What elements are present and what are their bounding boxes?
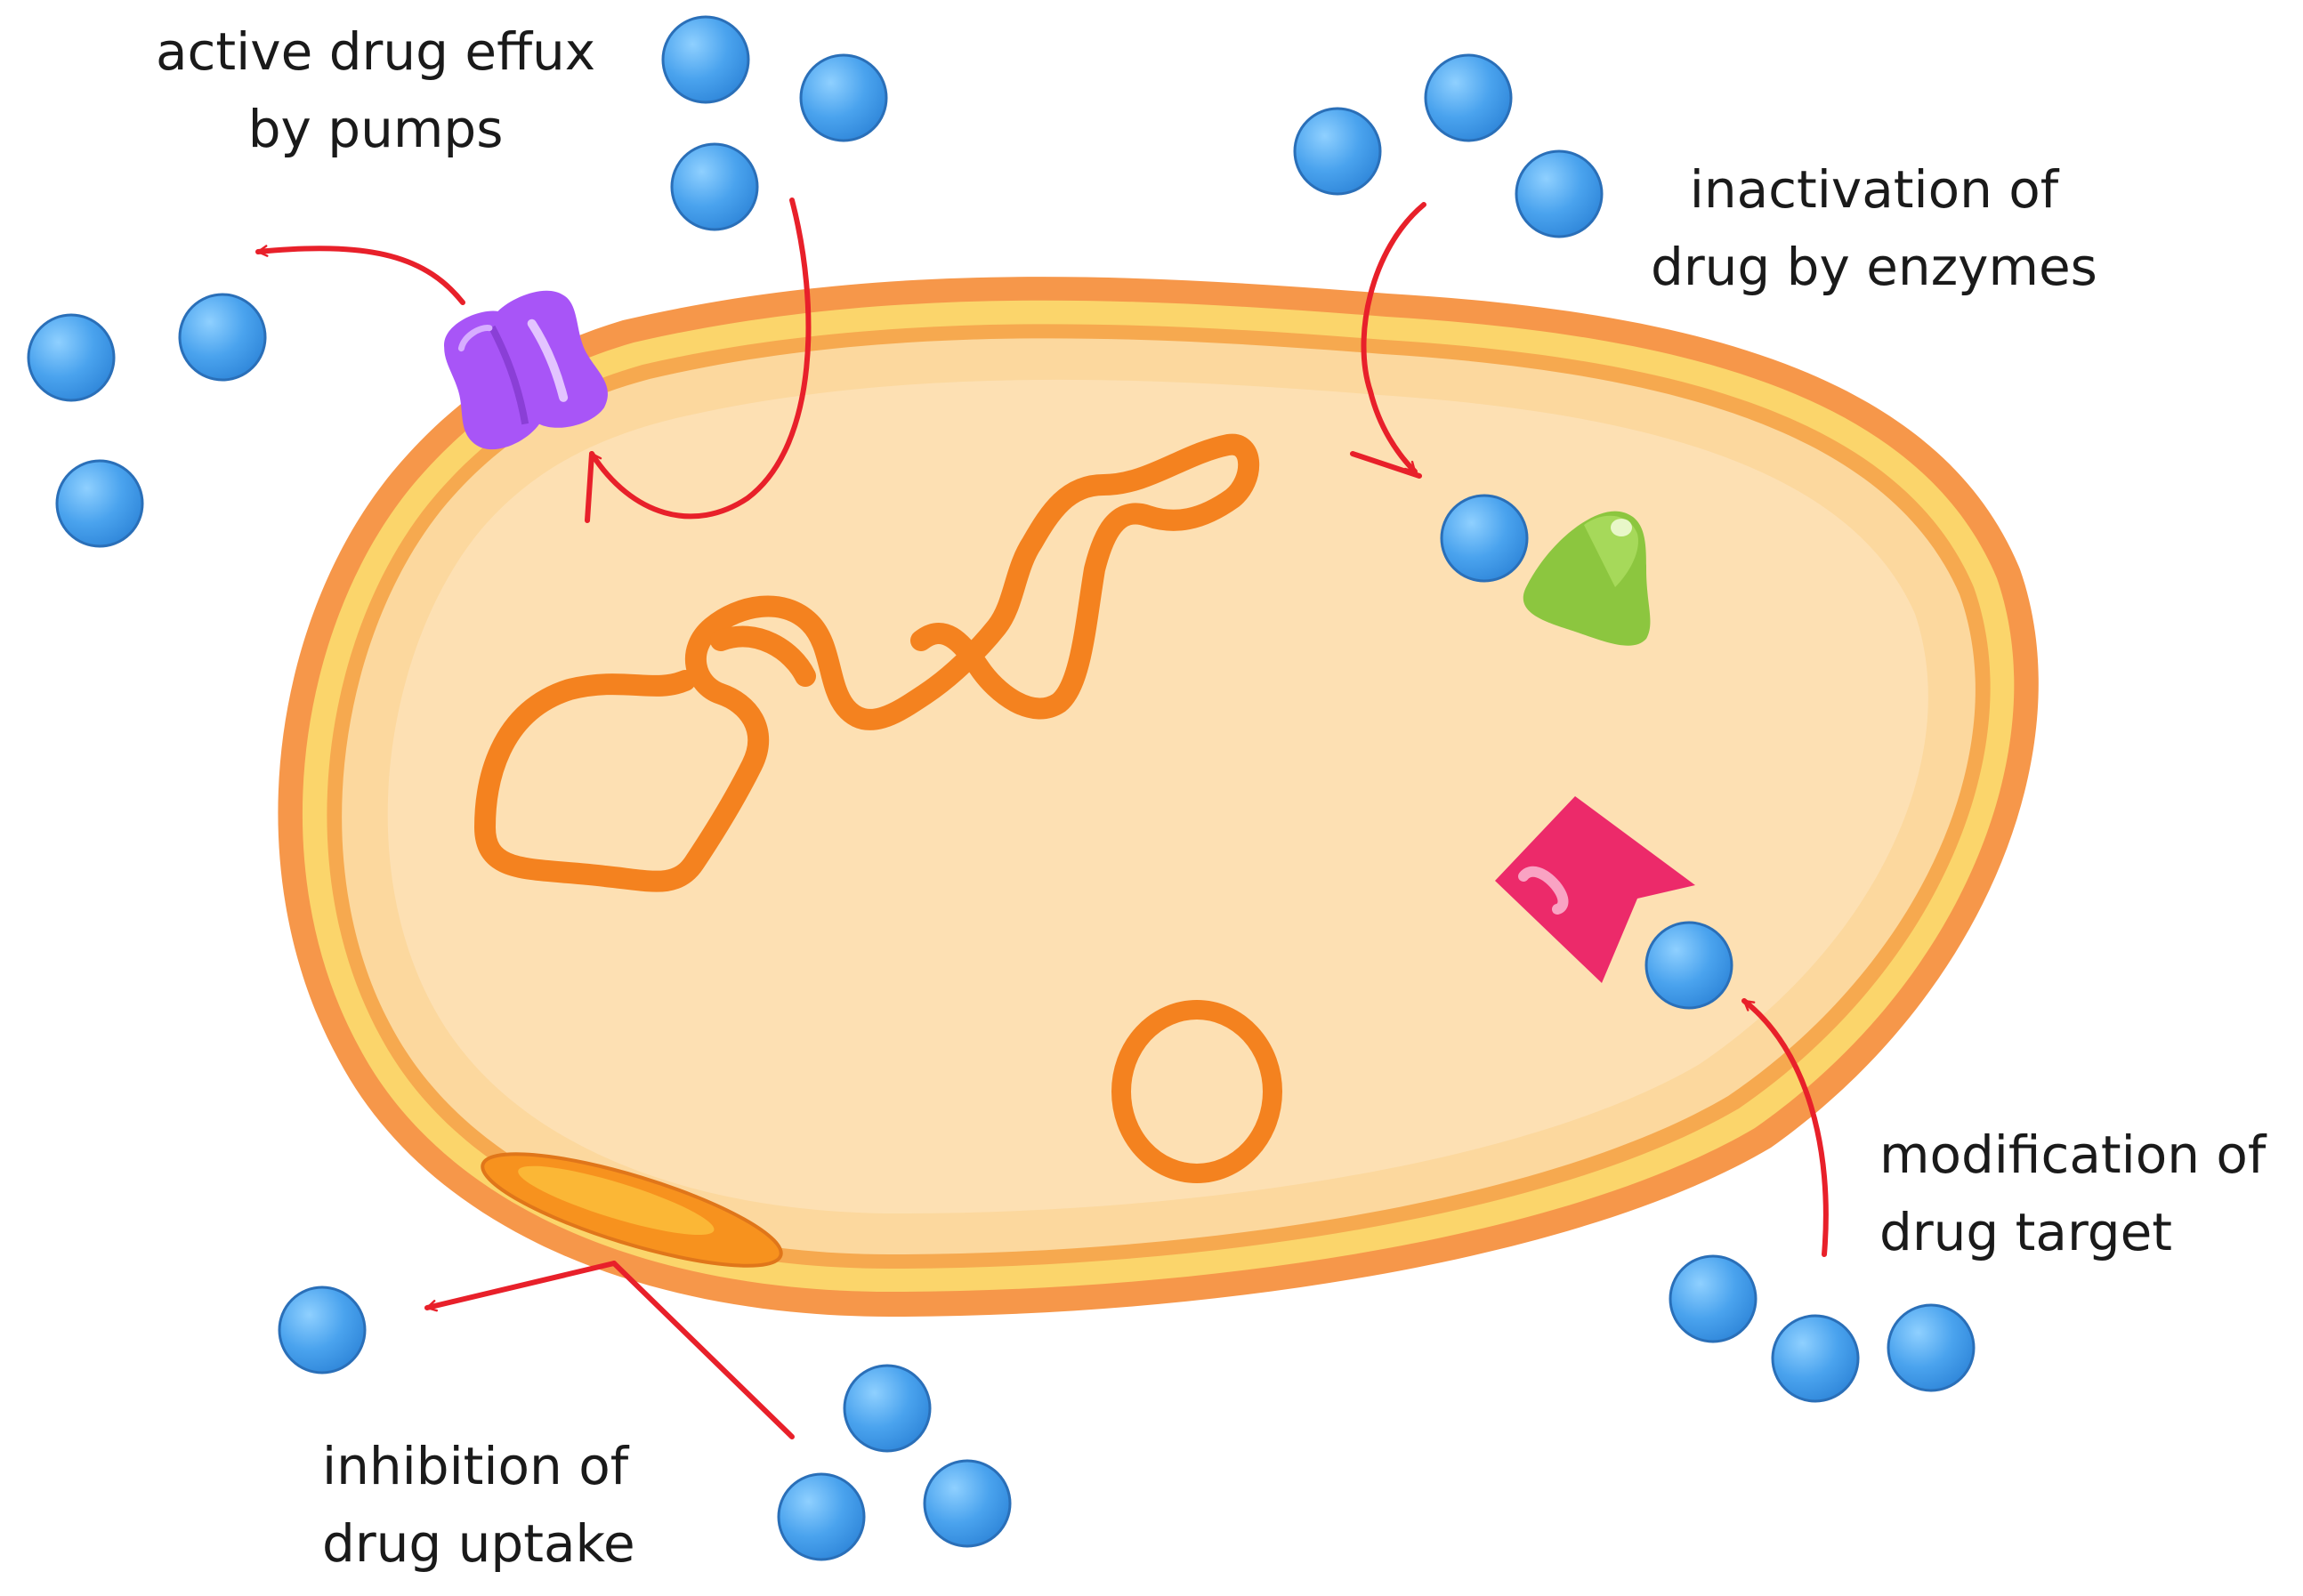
drug-molecule (178, 293, 267, 382)
label-inactivation-line1: inactivation of (1689, 159, 2059, 220)
label-efflux: active drug effux by pumps (156, 13, 595, 168)
drug-molecule (1771, 1314, 1860, 1403)
drug-molecule (843, 1364, 932, 1453)
drug-molecule (923, 1459, 1012, 1548)
drug-molecule (777, 1472, 866, 1561)
uptake-incoming-line (611, 1261, 795, 1439)
label-uptake-line1: inhibition of (322, 1436, 629, 1496)
target-arrow (1741, 998, 1829, 1257)
drug-molecule (1887, 1303, 1976, 1392)
inactivating-enzyme (1523, 511, 1651, 646)
inactivation-arrow (1361, 202, 1426, 474)
label-target-line1: modification of (1879, 1124, 2267, 1185)
efflux-pump (444, 290, 608, 450)
drug-molecule (670, 142, 759, 231)
label-uptake-line2: drug uptake (322, 1513, 635, 1574)
uptake-deflect-arrow (424, 1261, 617, 1312)
drug-molecule (1644, 921, 1733, 1010)
efflux-in-arrow (589, 197, 812, 520)
drug-molecule (1440, 494, 1529, 583)
efflux-out-arrow (255, 245, 465, 305)
drug-molecule (1669, 1254, 1758, 1343)
drug-molecule (799, 53, 888, 142)
label-efflux-line1: active drug effux (156, 21, 596, 82)
drug-molecule (661, 15, 750, 104)
label-efflux-line2: by pumps (247, 99, 504, 159)
label-target-line2: drug target (1879, 1202, 2173, 1262)
plasmid (1111, 1000, 1282, 1183)
label-target: modification of drug target (1879, 1116, 2266, 1271)
drug-target (1495, 796, 1695, 983)
arrows (255, 197, 1829, 1439)
label-uptake: inhibition of drug uptake (322, 1428, 635, 1583)
drug-molecule (1424, 53, 1513, 142)
drug-molecule (27, 313, 116, 402)
label-inactivation: inactivation of drug by enzymes (1651, 151, 2097, 306)
label-inactivation-line2: drug by enzymes (1651, 237, 2097, 297)
drug-molecule (278, 1286, 367, 1374)
chromosomal-dna (474, 433, 1260, 892)
porin-channel (481, 1152, 783, 1268)
drug-molecule (1515, 149, 1604, 238)
drug-molecule (55, 459, 144, 548)
drug-molecule (1293, 107, 1382, 196)
drug-molecules (27, 15, 1976, 1561)
